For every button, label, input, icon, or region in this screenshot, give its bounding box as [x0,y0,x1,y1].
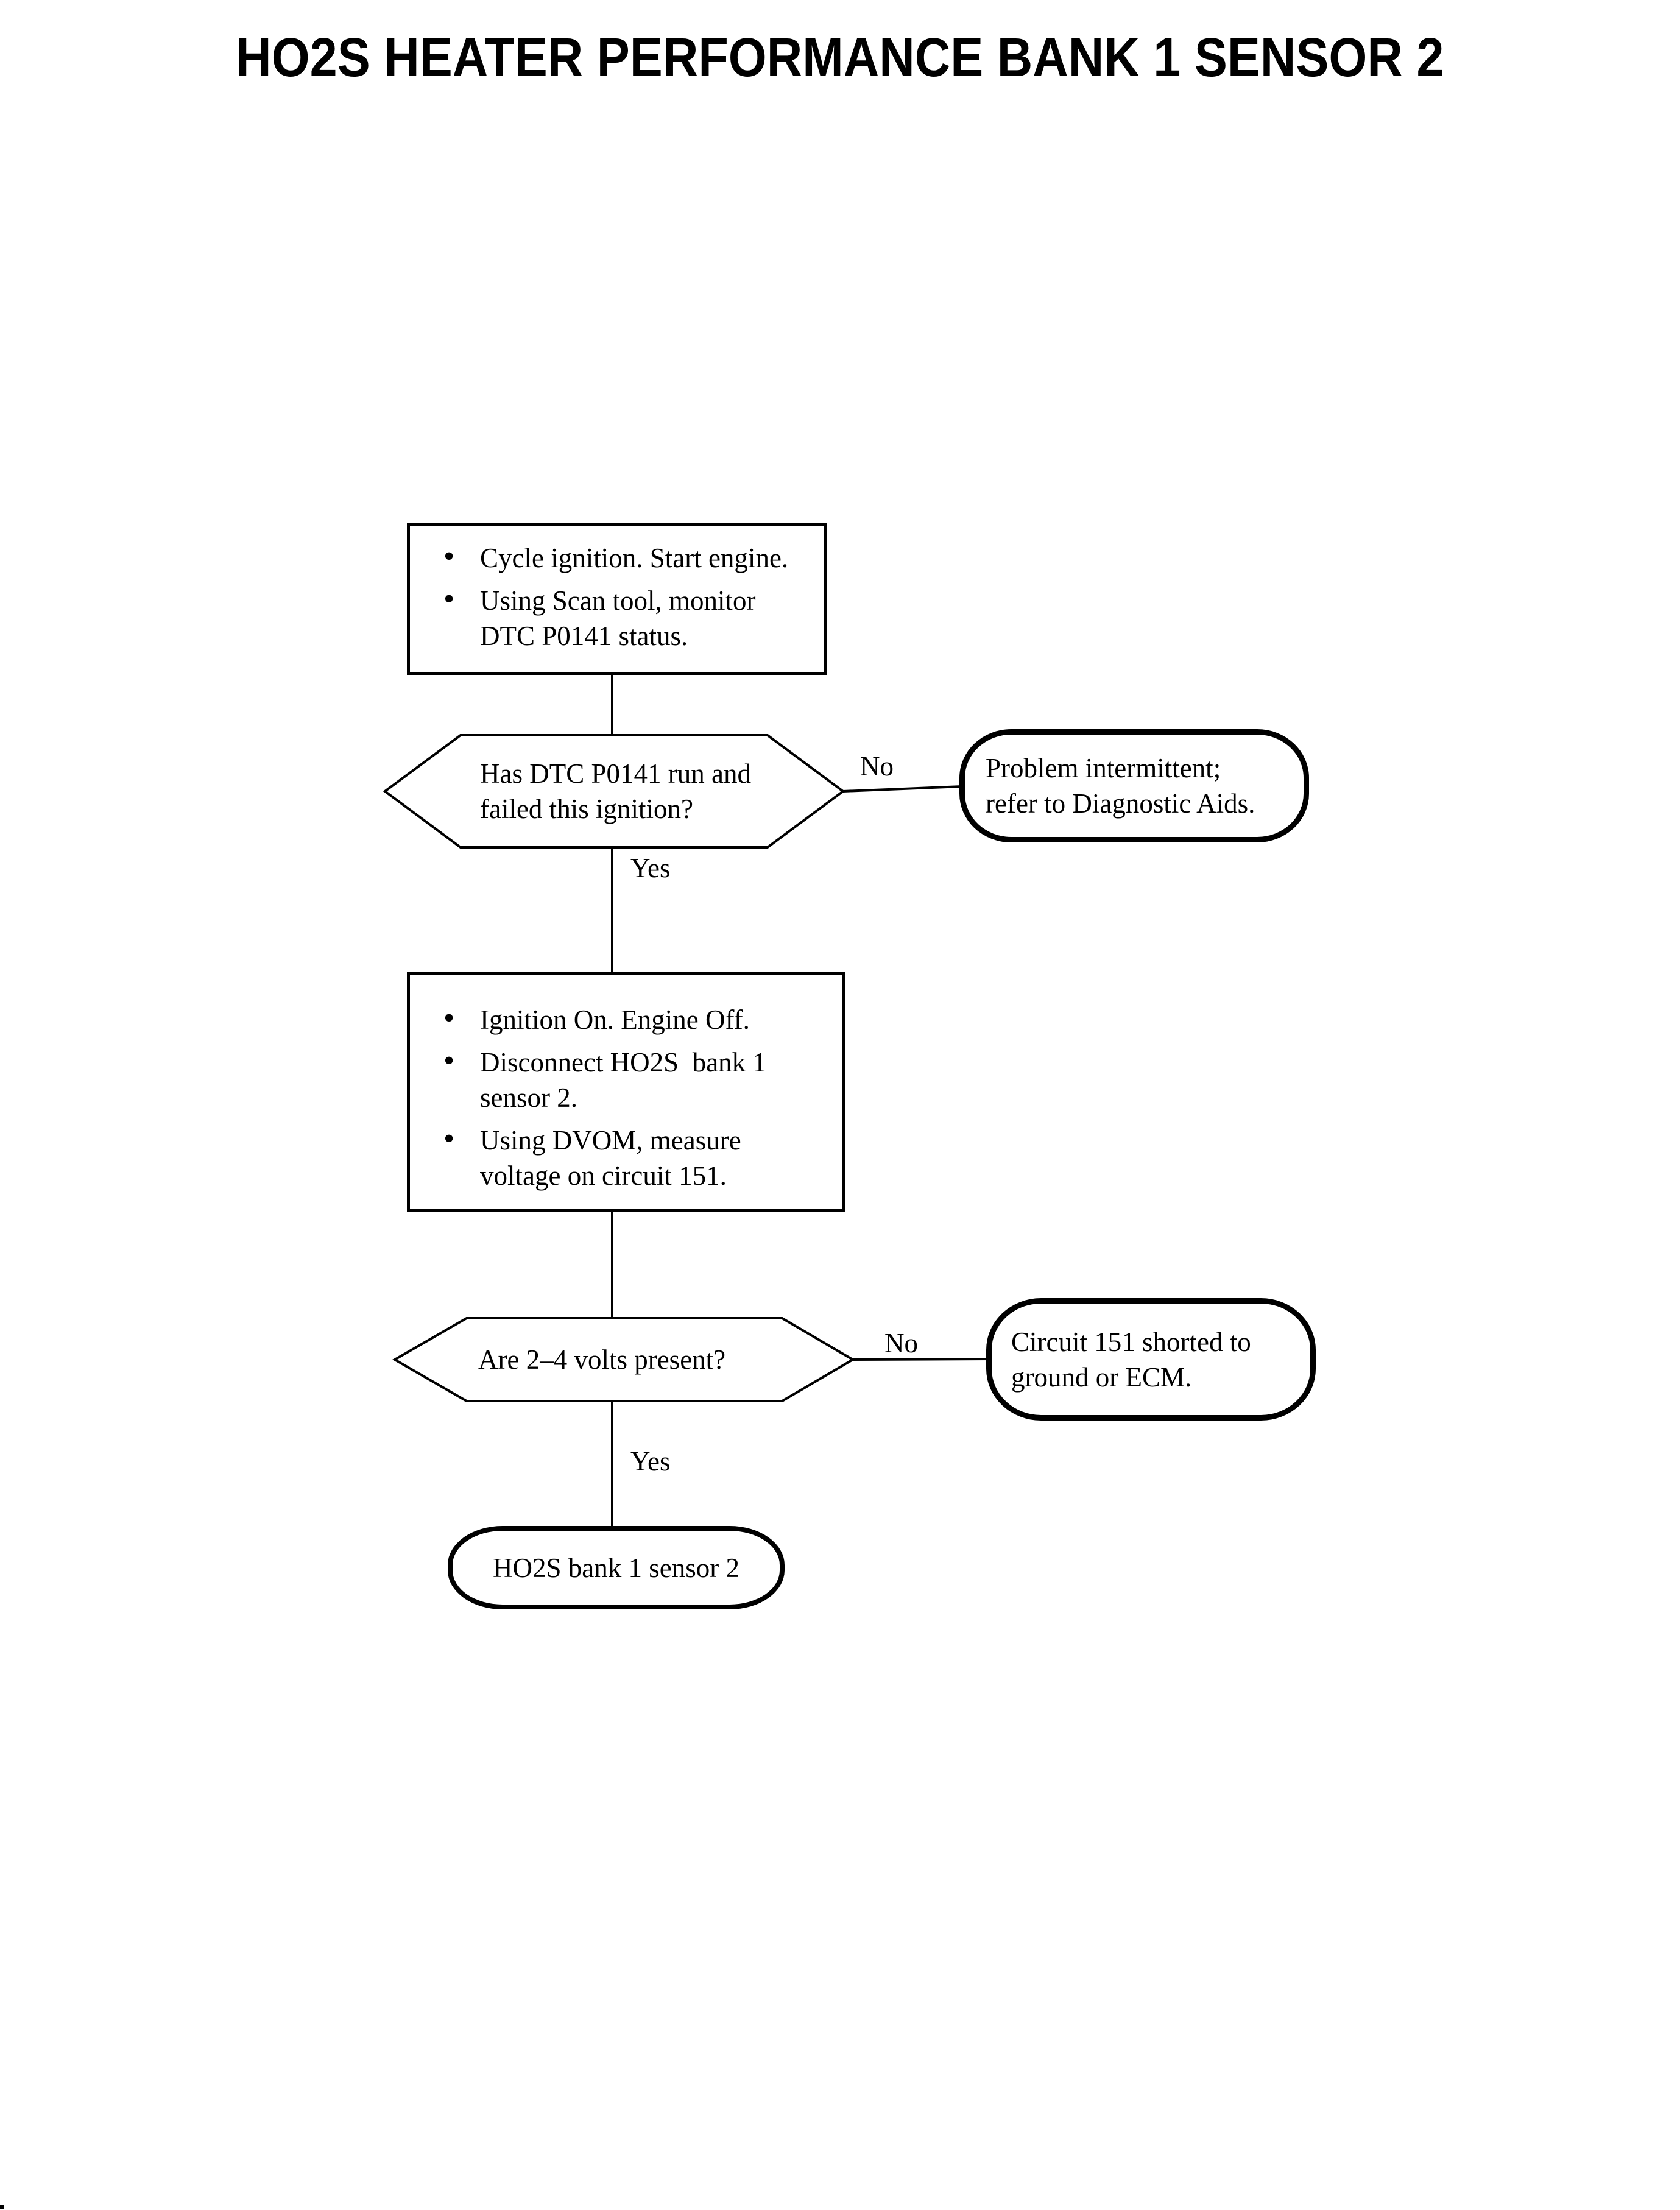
bullet-item: Disconnect HO2S bank 1 sensor 2. [443,1043,833,1115]
page-title-text: HO2S HEATER PERFORMANCE BANK 1 SENSOR 2 [236,27,1444,88]
terminal-capsule-ho2s-sensor: HO2S bank 1 sensor 2 [448,1526,785,1609]
connector-decision2-no-to-result [852,1358,990,1361]
bullet-list: Ignition On. Engine Off. Disconnect HO2S … [410,975,842,1193]
decision-hexagon-2 [392,1317,855,1402]
result-text: Problem intermittent; refer to Diagnosti… [986,753,1255,819]
decision1-no-label: No [860,751,894,782]
bullet-list: Cycle ignition. Start engine. Using Scan … [410,526,824,654]
decision-hexagon-1 [383,734,845,849]
decision2-question: Are 2–4 volts present? [478,1344,726,1375]
result-capsule-problem-intermittent: Problem intermittent; refer to Diagnosti… [959,729,1309,842]
bullet-item: Cycle ignition. Start engine. [443,539,815,576]
scan-artifact-dot [0,2205,4,2209]
page-title: HO2S HEATER PERFORMANCE BANK 1 SENSOR 2 [0,30,1680,85]
bullet-item: Using DVOM, measure voltage on circuit 1… [443,1121,833,1193]
process-box-measure-voltage: Ignition On. Engine Off. Disconnect HO2S … [407,972,845,1212]
decision2-no-label: No [884,1328,918,1358]
bullet-item: Using Scan tool, monitor DTC P0141 statu… [443,582,815,654]
decision2-yes-label: Yes [630,1446,671,1477]
process-box-cycle-ignition: Cycle ignition. Start engine. Using Scan … [407,523,827,675]
decision1-question: Has DTC P0141 run and failed this igniti… [480,758,751,824]
connector-decision1-no-to-result [842,785,963,793]
decision1-yes-label: Yes [630,853,671,883]
result-capsule-circuit-shorted: Circuit 151 shorted to ground or ECM. [986,1298,1316,1421]
result-text: Circuit 151 shorted to ground or ECM. [1011,1326,1251,1393]
bullet-item: Ignition On. Engine Off. [443,1001,833,1037]
